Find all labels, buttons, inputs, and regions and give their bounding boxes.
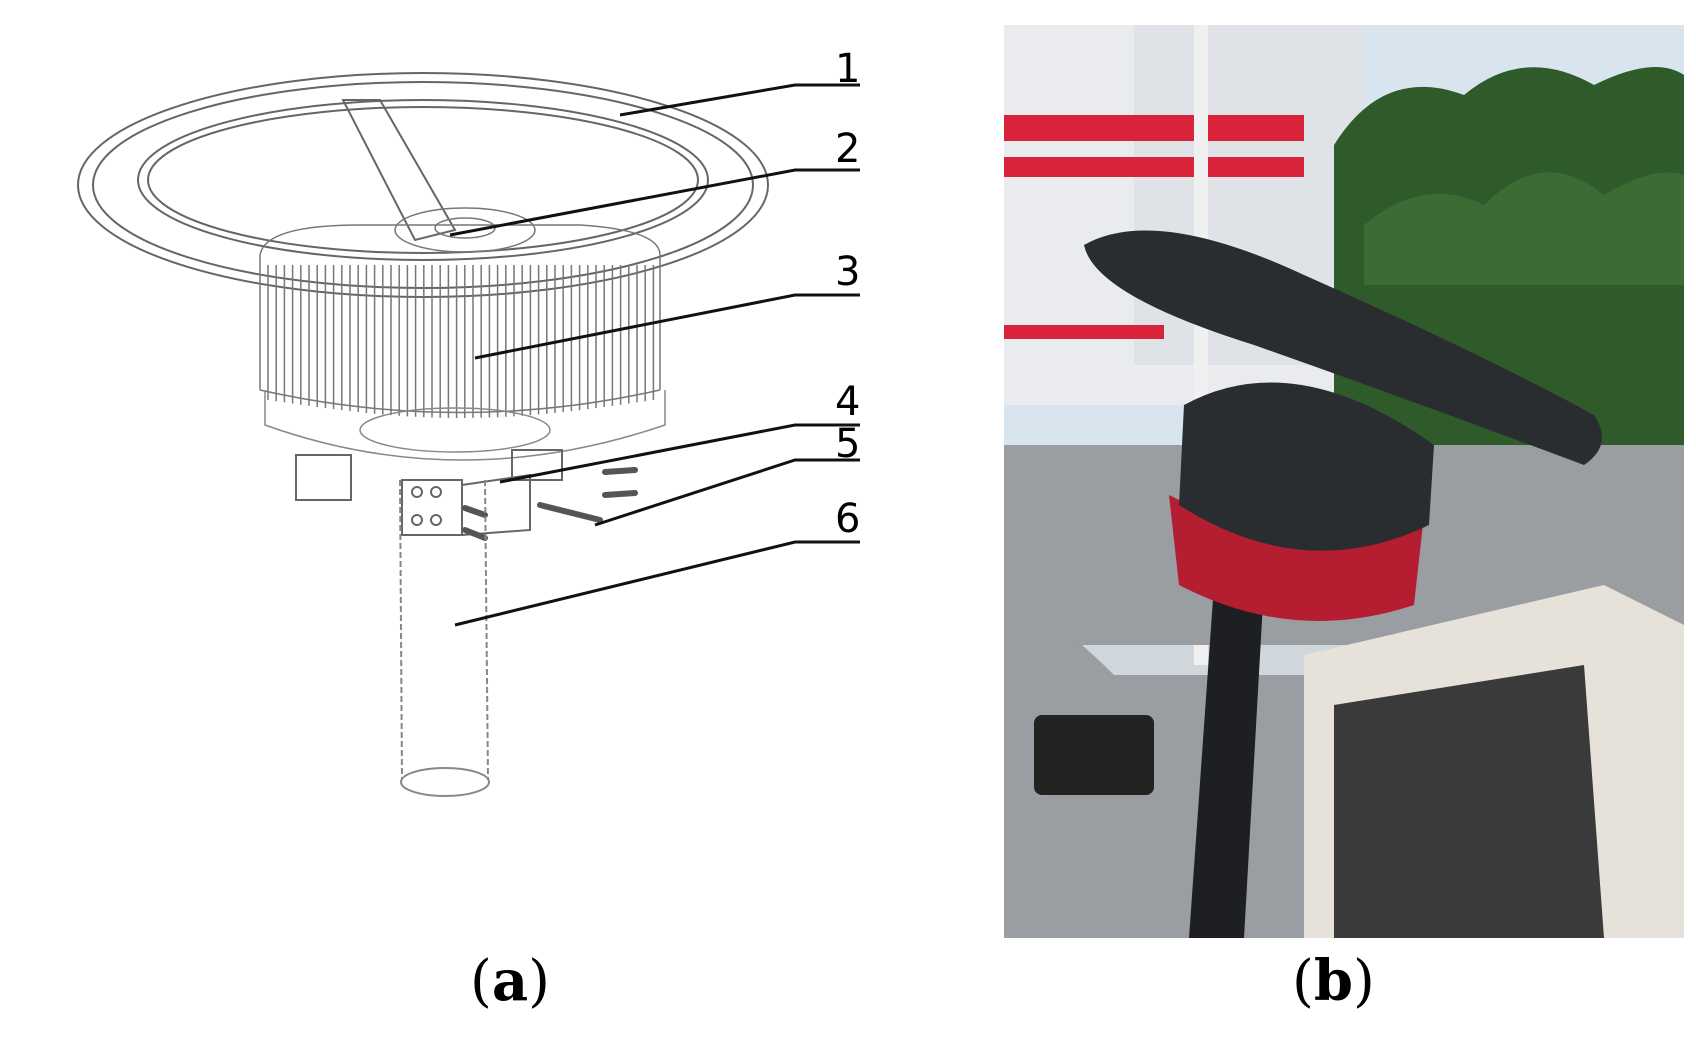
- photo-panel: [1004, 25, 1684, 938]
- motor-black: [1179, 382, 1434, 551]
- diagram-svg: 1 2 3 4 5 6: [77, 46, 860, 797]
- motor-fins: [259, 224, 661, 418]
- steering-column: [399, 479, 489, 781]
- lower-housing: [264, 390, 666, 461]
- hub: [394, 207, 536, 253]
- callout-1: 1: [835, 46, 860, 92]
- column: [1189, 585, 1264, 938]
- exploded-diagram: 1 2 3 4 5 6: [60, 40, 960, 900]
- callout-6: 6: [835, 496, 860, 542]
- column-end: [400, 767, 490, 797]
- bolts: [462, 467, 638, 541]
- steering-wheel: [77, 72, 769, 298]
- callout-3: 3: [835, 249, 860, 295]
- switch-panel: [1034, 715, 1154, 795]
- clamp-brackets: [295, 449, 563, 536]
- callout-5: 5: [835, 421, 860, 467]
- caption-a: (a): [470, 948, 551, 1014]
- callout-2: 2: [835, 126, 860, 172]
- seat-mat: [1334, 665, 1604, 938]
- caption-b: (b): [1292, 948, 1375, 1014]
- callout-lines: [449, 83, 860, 627]
- photo-svg: [1004, 25, 1684, 938]
- callout-4: 4: [835, 379, 860, 425]
- steering-wheel-photo: [1084, 230, 1602, 465]
